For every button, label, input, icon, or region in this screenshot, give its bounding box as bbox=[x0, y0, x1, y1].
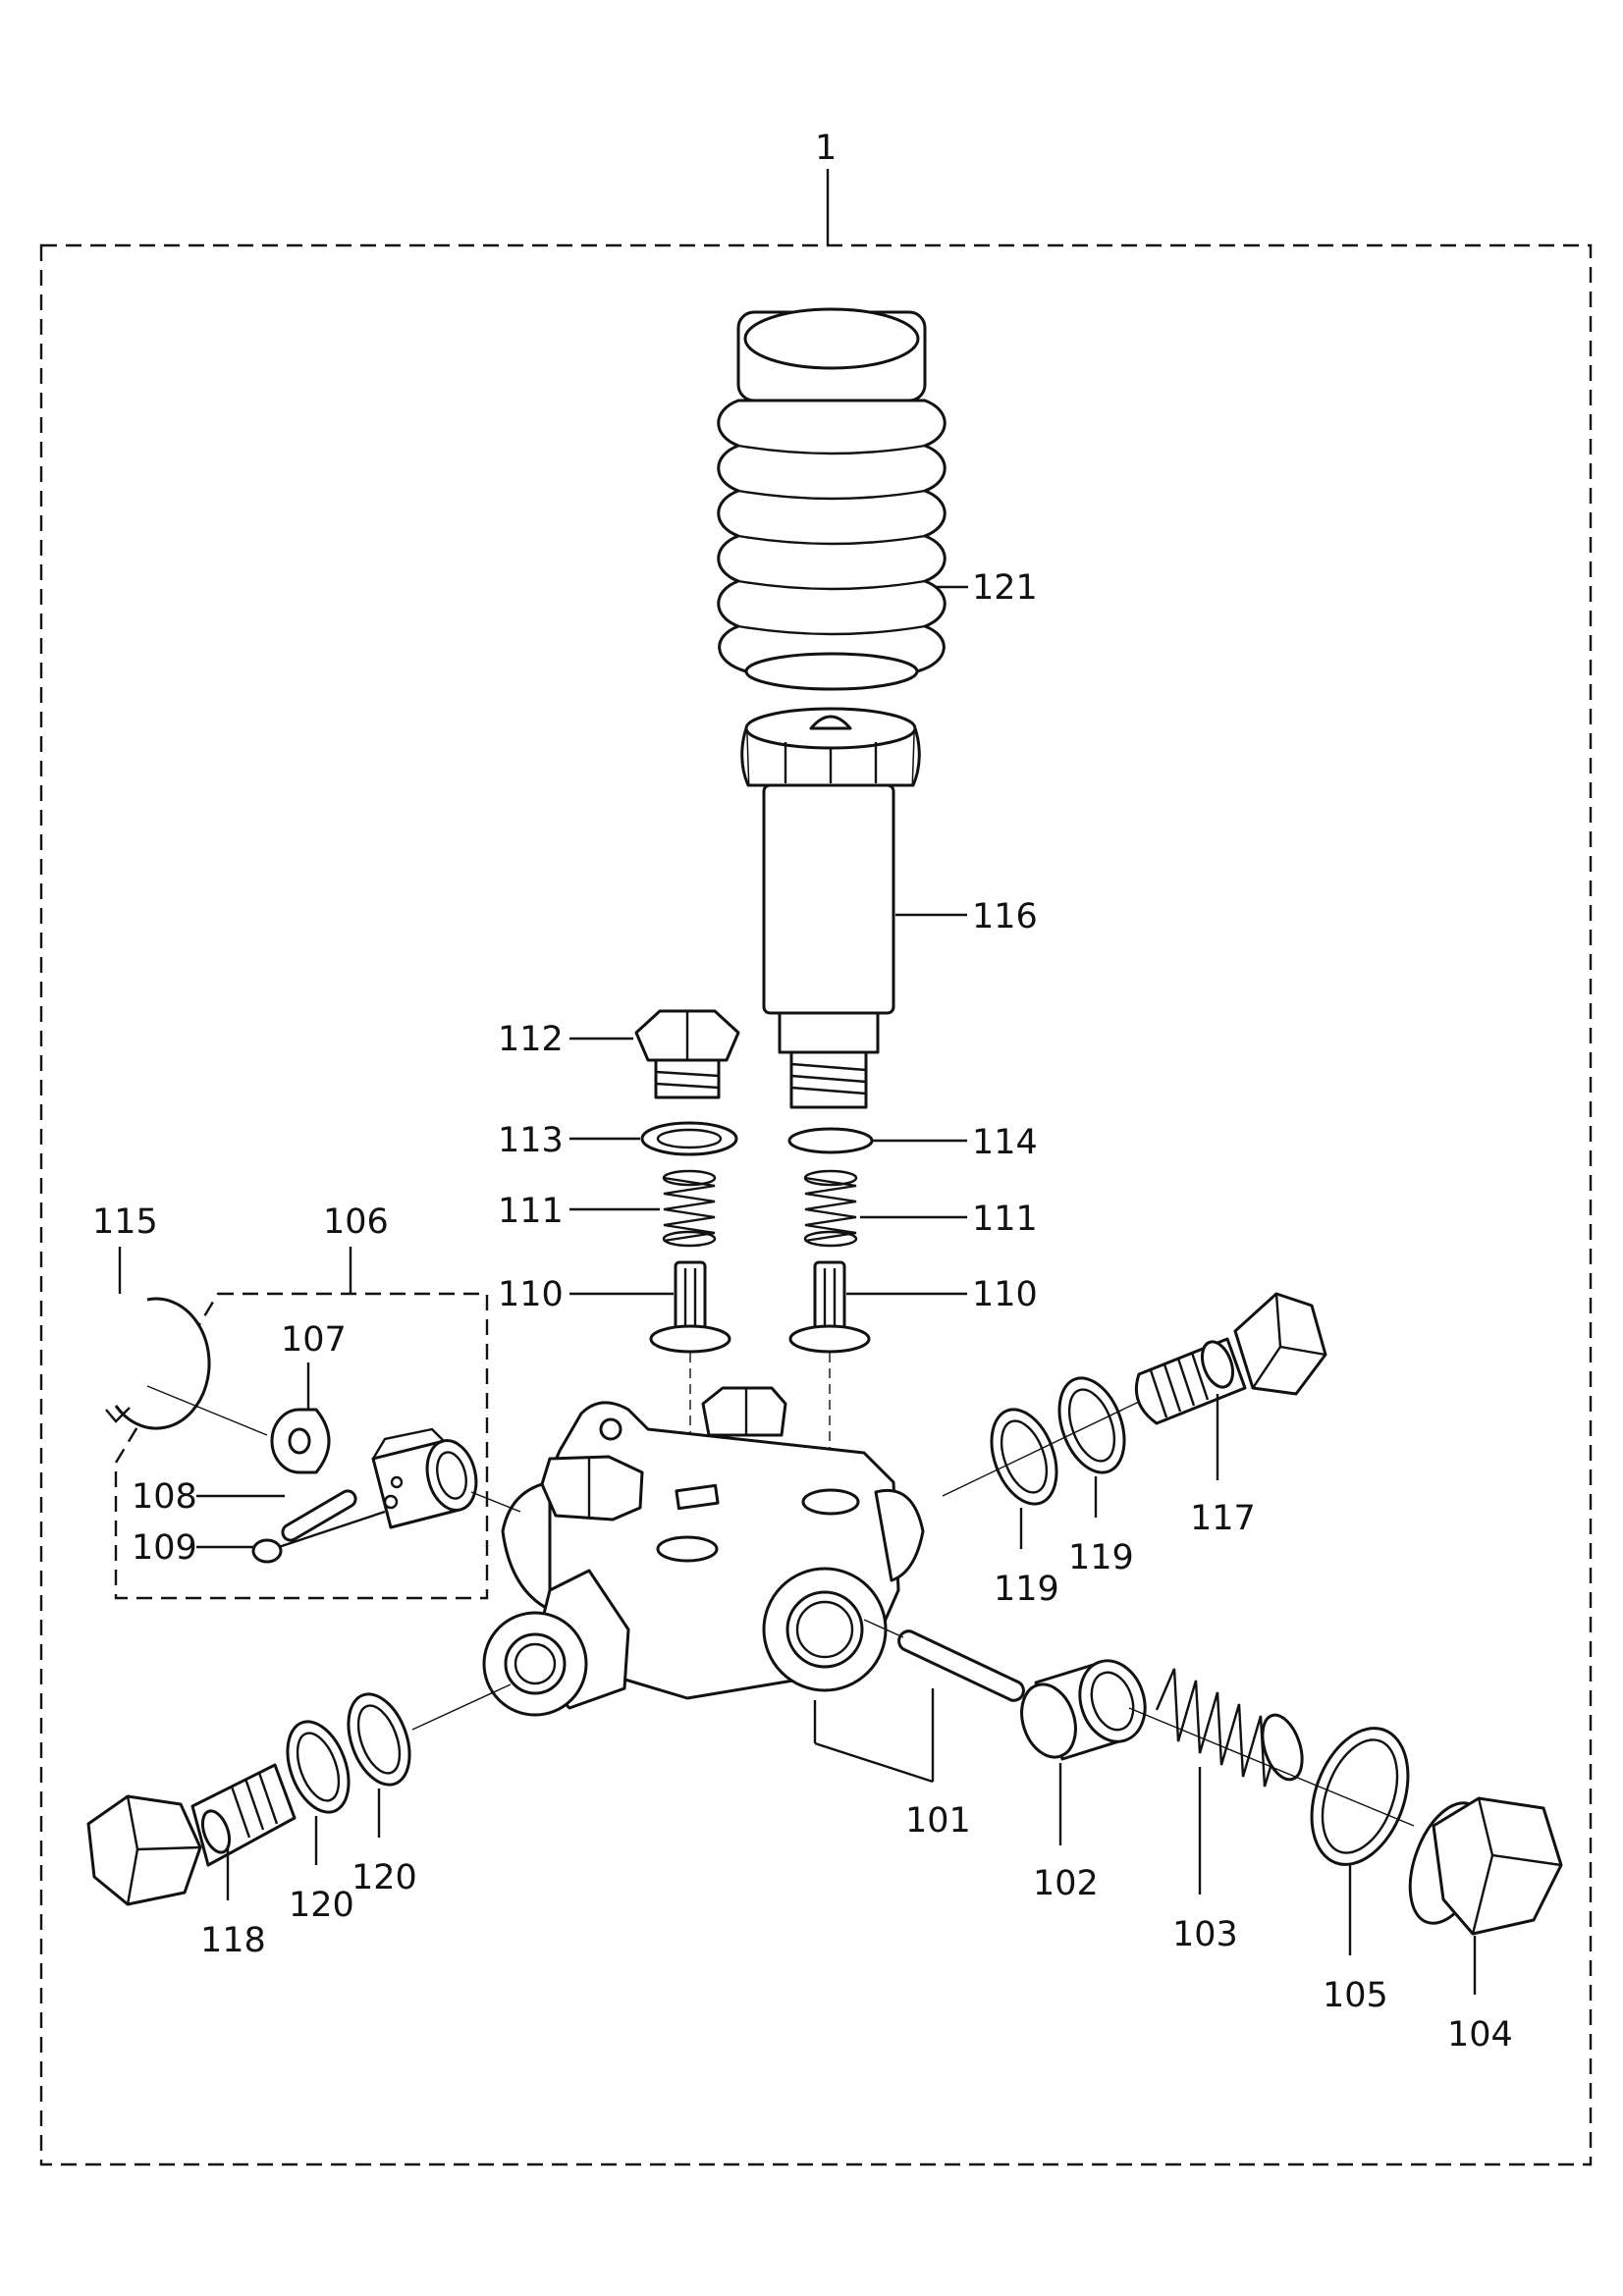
label-assembly: 1 bbox=[815, 129, 837, 168]
label-102: 102 bbox=[1033, 1864, 1099, 1903]
axis-left-lower bbox=[411, 1683, 512, 1731]
label-103: 103 bbox=[1172, 1915, 1238, 1954]
part-106-sleeve bbox=[371, 1427, 478, 1529]
part-110-valve-left bbox=[649, 1260, 731, 1354]
label-101: 101 bbox=[905, 1801, 971, 1841]
label-116: 116 bbox=[972, 897, 1038, 936]
label-119a: 119 bbox=[994, 1570, 1059, 1609]
part-107-washer bbox=[270, 1408, 331, 1474]
label-111b: 111 bbox=[972, 1200, 1038, 1239]
part-120-gasket-a bbox=[286, 1720, 351, 1814]
part-116-priming-pump bbox=[740, 707, 921, 1109]
label-112: 112 bbox=[498, 1020, 564, 1059]
label-105: 105 bbox=[1323, 1976, 1388, 2015]
part-117-banjo-bolt bbox=[1134, 1292, 1327, 1425]
label-114: 114 bbox=[972, 1123, 1038, 1162]
label-108: 108 bbox=[132, 1477, 197, 1517]
part-101-pump-housing bbox=[482, 1386, 925, 1717]
part-110-valve-right bbox=[788, 1260, 871, 1354]
label-119b: 119 bbox=[1068, 1538, 1134, 1577]
label-113: 113 bbox=[498, 1121, 564, 1160]
part-120-gasket-b bbox=[347, 1692, 411, 1787]
part-101-pin bbox=[897, 1629, 1025, 1702]
part-115-snap-ring bbox=[105, 1297, 211, 1430]
axis-right-upper bbox=[942, 1401, 1140, 1497]
part-104-cap-nut bbox=[1408, 1796, 1563, 1936]
label-121: 121 bbox=[972, 568, 1038, 608]
label-106: 106 bbox=[323, 1202, 389, 1242]
axis-right-bore bbox=[1128, 1707, 1415, 1827]
axis-101-pin bbox=[863, 1619, 904, 1638]
subassembly-106-boundary bbox=[114, 1292, 489, 1600]
part-121-bellows bbox=[717, 307, 947, 691]
part-113-gasket bbox=[640, 1121, 738, 1156]
label-104: 104 bbox=[1447, 2015, 1513, 2055]
part-108-pin bbox=[281, 1489, 357, 1542]
label-110b: 110 bbox=[972, 1275, 1038, 1314]
part-105-gasket-hole bbox=[1321, 1738, 1399, 1854]
part-111-spring-left bbox=[662, 1169, 717, 1248]
part-113-gasket-hole bbox=[656, 1128, 723, 1149]
part-102-sleeve bbox=[1020, 1659, 1147, 1761]
label-118: 118 bbox=[200, 1921, 266, 1960]
label-110a: 110 bbox=[498, 1275, 564, 1314]
label-111a: 111 bbox=[498, 1192, 564, 1231]
label-120b: 120 bbox=[352, 1858, 417, 1897]
assembly-boundary bbox=[39, 243, 1593, 2166]
part-103-spring bbox=[1155, 1668, 1304, 1788]
label-117: 117 bbox=[1190, 1499, 1256, 1538]
part-114-o-ring bbox=[787, 1127, 874, 1154]
leader-101b bbox=[814, 1741, 934, 1784]
axis-106 bbox=[470, 1491, 521, 1513]
axis-snap-ring bbox=[146, 1385, 268, 1436]
part-118-banjo-bolt bbox=[86, 1763, 297, 1906]
label-109: 109 bbox=[132, 1528, 197, 1568]
part-111-spring-right bbox=[803, 1169, 858, 1248]
label-120a: 120 bbox=[289, 1886, 354, 1925]
part-112-plug bbox=[634, 1009, 740, 1099]
label-107: 107 bbox=[281, 1320, 347, 1360]
label-115: 115 bbox=[92, 1202, 158, 1242]
part-109-screw bbox=[251, 1510, 386, 1564]
part-119-gasket-b bbox=[1057, 1376, 1126, 1474]
part-105-gasket bbox=[1310, 1727, 1410, 1866]
